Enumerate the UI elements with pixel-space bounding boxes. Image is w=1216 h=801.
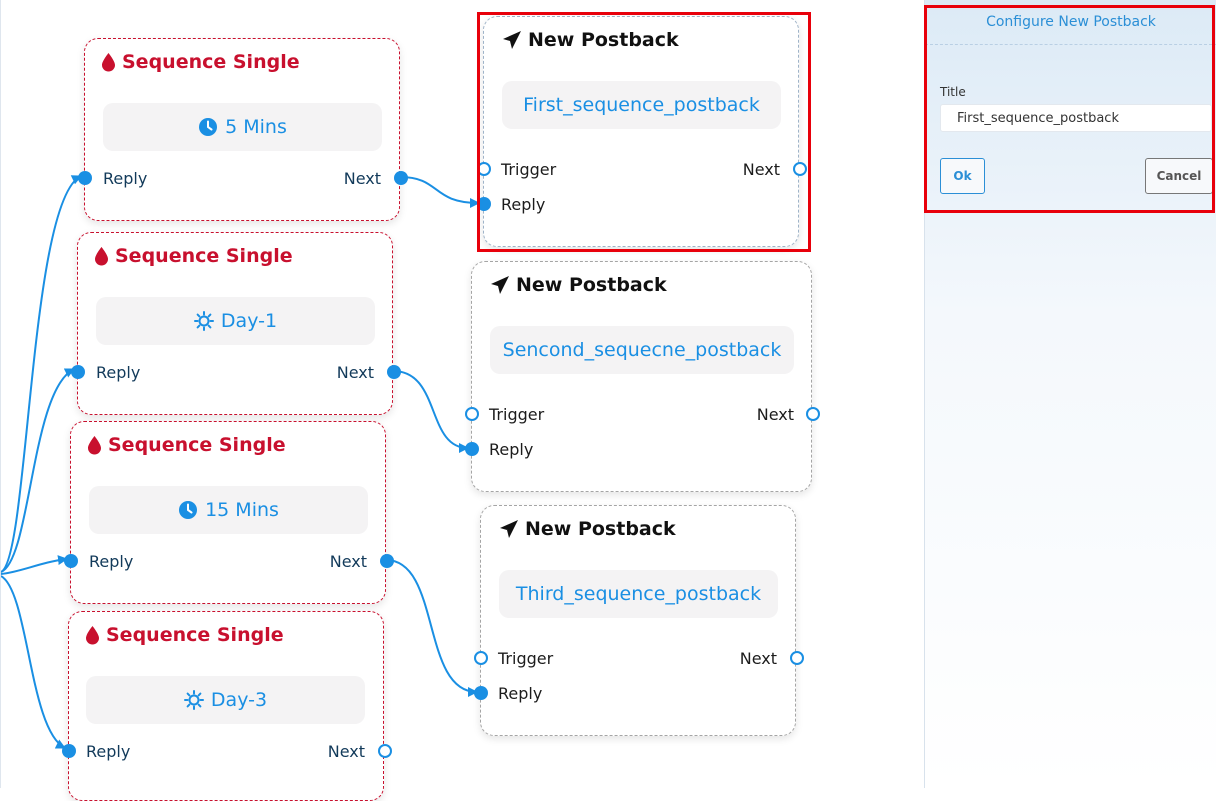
postback-node-1[interactable]: New Postback First_sequence_postback Tri… — [477, 16, 807, 247]
reply-port[interactable] — [465, 442, 479, 456]
next-label: Next — [756, 405, 794, 424]
drop-icon — [86, 626, 99, 645]
paper-plane-icon — [500, 520, 518, 538]
postback-name-pill[interactable]: First_sequence_postback — [502, 81, 781, 129]
trigger-port[interactable] — [477, 162, 491, 176]
postback-name-pill[interactable]: Third_sequence_postback — [499, 570, 778, 618]
trigger-port[interactable] — [465, 407, 479, 421]
wire-root-to-seq-1 — [1, 175, 82, 573]
clock-icon — [179, 501, 198, 519]
reply-port[interactable] — [71, 365, 85, 379]
next-label: Next — [742, 160, 780, 179]
next-label: Next — [327, 742, 365, 761]
sequence-node-4[interactable]: Sequence Single Day-3 Reply Next — [62, 611, 392, 801]
delay-pill[interactable]: Day-1 — [96, 297, 375, 345]
postback-name-pill[interactable]: Sencond_sequecne_postback — [490, 326, 794, 374]
next-label: Next — [329, 552, 367, 571]
next-label: Next — [343, 169, 381, 188]
next-port[interactable] — [806, 407, 820, 421]
sun-icon — [193, 311, 214, 331]
next-port[interactable] — [387, 365, 401, 379]
flow-canvas[interactable]: Sequence Single 5 Mins Reply Next Sequen… — [0, 0, 924, 801]
reply-label: Reply — [489, 440, 534, 459]
ok-button[interactable]: Ok — [940, 158, 985, 194]
trigger-label: Trigger — [489, 405, 545, 424]
wire-root-to-seq-2 — [1, 368, 75, 573]
panel-header: Configure New Postback — [925, 0, 1216, 45]
reply-port[interactable] — [78, 171, 92, 185]
delay-pill[interactable]: Day-3 — [86, 676, 365, 724]
wire-seq-2-to-pb-2 — [392, 370, 469, 453]
drop-icon — [102, 53, 115, 72]
sequence-node-3[interactable]: Sequence Single 15 Mins Reply Next — [64, 421, 394, 604]
postback-node-3[interactable]: New Postback Third_sequence_postback Tri… — [474, 505, 804, 736]
configure-postback-panel: Configure New Postback Title Ok Cancel — [924, 0, 1216, 788]
wire-root-to-seq-4 — [1, 575, 66, 749]
reply-port[interactable] — [477, 197, 491, 211]
delay-pill[interactable]: 5 Mins — [103, 103, 382, 151]
clock-icon — [199, 118, 218, 136]
node-title: New Postback — [490, 274, 667, 296]
trigger-port[interactable] — [474, 651, 488, 665]
node-title: New Postback — [499, 518, 676, 540]
wire-seq-1-to-pb-1 — [399, 176, 480, 208]
reply-port[interactable] — [62, 744, 76, 758]
next-port[interactable] — [790, 651, 804, 665]
reply-label: Reply — [501, 195, 546, 214]
reply-label: Reply — [89, 552, 134, 571]
node-title: Sequence Single — [87, 434, 286, 456]
sequence-node-2[interactable]: Sequence Single Day-1 Reply Next — [71, 232, 401, 415]
sequence-node-1[interactable]: Sequence Single 5 Mins Reply Next — [78, 38, 408, 221]
paper-plane-icon — [503, 31, 521, 49]
next-port[interactable] — [793, 162, 807, 176]
next-label: Next — [739, 649, 777, 668]
wire-root-to-seq-3 — [1, 555, 68, 575]
next-port[interactable] — [394, 171, 408, 185]
paper-plane-icon — [491, 276, 509, 294]
reply-label: Reply — [96, 363, 141, 382]
sun-icon — [183, 690, 204, 710]
reply-label: Reply — [86, 742, 131, 761]
cancel-button[interactable]: Cancel — [1145, 158, 1213, 194]
node-title: Sequence Single — [85, 624, 284, 646]
delay-pill[interactable]: 15 Mins — [89, 486, 368, 534]
node-title: New Postback — [502, 29, 679, 51]
next-label: Next — [336, 363, 374, 382]
reply-port[interactable] — [474, 686, 488, 700]
node-title: Sequence Single — [101, 51, 300, 73]
trigger-label: Trigger — [501, 160, 557, 179]
postback-node-2[interactable]: New Postback Sencond_sequecne_postback T… — [465, 261, 820, 492]
node-title: Sequence Single — [94, 245, 293, 267]
wire-seq-3-to-pb-3 — [385, 559, 478, 697]
next-port[interactable] — [380, 554, 394, 568]
reply-label: Reply — [498, 684, 543, 703]
title-input[interactable] — [940, 104, 1212, 132]
next-port[interactable] — [378, 744, 392, 758]
drop-icon — [95, 247, 108, 266]
title-label: Title — [940, 85, 966, 99]
drop-icon — [88, 436, 101, 455]
reply-port[interactable] — [64, 554, 78, 568]
trigger-label: Trigger — [498, 649, 554, 668]
reply-label: Reply — [103, 169, 148, 188]
